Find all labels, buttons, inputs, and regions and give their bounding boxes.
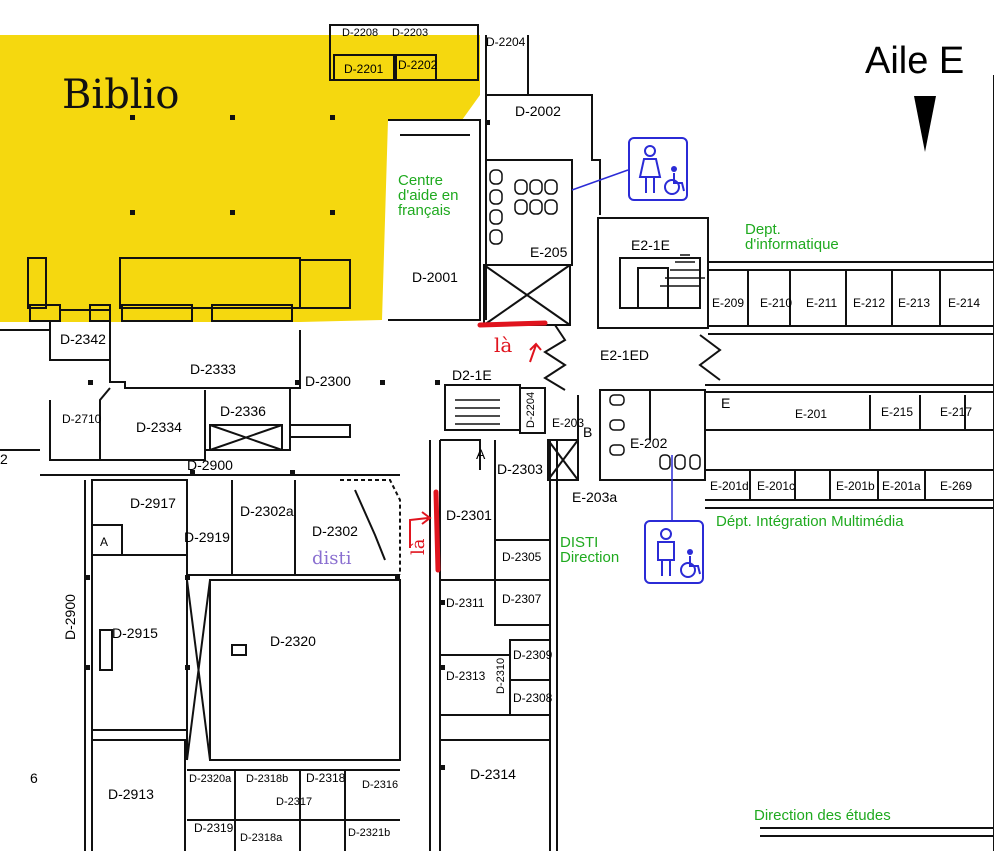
room-label: E-201c bbox=[757, 479, 796, 493]
room-label: 6 bbox=[30, 770, 38, 786]
room-label: D-2302 bbox=[312, 523, 358, 539]
room-label: D-2913 bbox=[108, 786, 154, 802]
room-label: D2-1E bbox=[452, 367, 492, 383]
room-label: E2-1E bbox=[631, 237, 670, 253]
room-label: D-2316 bbox=[362, 779, 399, 791]
room-label: D-2309 bbox=[513, 648, 553, 662]
room-label: D-2308 bbox=[513, 691, 553, 705]
room-label: E-203 bbox=[552, 416, 585, 430]
room-label: E-217 bbox=[940, 405, 973, 419]
restroom-leader-top bbox=[571, 169, 629, 191]
room-label: D-2314 bbox=[470, 766, 516, 782]
room-label: D-2305 bbox=[502, 550, 542, 564]
room-label: D-2342 bbox=[60, 331, 106, 347]
room-label: D-2317 bbox=[276, 796, 313, 808]
men-accessible-restroom-icon bbox=[644, 520, 704, 584]
room-label: D-2333 bbox=[190, 361, 236, 377]
room-label: D-2204 bbox=[525, 391, 537, 428]
room-label: D-2310 bbox=[495, 657, 507, 694]
room-label: B bbox=[583, 424, 593, 440]
room-label: D-2900 bbox=[62, 594, 78, 640]
room-label: D-2300 bbox=[305, 373, 351, 389]
room-label: D-2204 bbox=[486, 35, 526, 49]
room-label: D-2002 bbox=[515, 103, 561, 119]
room-label: D-2311 bbox=[446, 596, 485, 610]
red-arrow-left bbox=[409, 511, 432, 548]
disti-annotation: disti bbox=[312, 548, 352, 569]
room-label: E-201 bbox=[795, 407, 828, 421]
room-label: D-2321b bbox=[348, 827, 391, 839]
room-label: A bbox=[476, 446, 486, 462]
room-label: D-2915 bbox=[112, 625, 158, 641]
red-arrow-top bbox=[529, 342, 542, 363]
room-label: D-2900 bbox=[187, 457, 233, 473]
room-label: D-2318a bbox=[240, 832, 283, 844]
room-label: E-203a bbox=[572, 489, 618, 505]
room-label: D-2201 bbox=[344, 62, 384, 76]
room-label: E-201a bbox=[882, 479, 921, 493]
room-label: D-2202 bbox=[398, 58, 438, 72]
room-label: E-201b bbox=[836, 479, 875, 493]
room-label: D-2313 bbox=[446, 669, 486, 683]
room-label: D-2334 bbox=[136, 419, 182, 435]
room-label: E-212 bbox=[853, 296, 886, 310]
zone-centre-aide: Centre d'aide en français bbox=[398, 172, 459, 219]
women-accessible-restroom-icon bbox=[628, 137, 688, 201]
room-label: E-210 bbox=[760, 296, 793, 310]
room-label: E-205 bbox=[530, 244, 568, 260]
red-mark-top bbox=[477, 320, 548, 328]
room-label: D-2710 bbox=[62, 412, 102, 426]
room-label: E-214 bbox=[948, 296, 981, 310]
room-label: D-2917 bbox=[130, 495, 176, 511]
room-label: 2 bbox=[0, 451, 8, 467]
wing-title: Aile E bbox=[865, 40, 965, 82]
room-label: E-209 bbox=[712, 296, 745, 310]
red-mark-left bbox=[433, 489, 441, 573]
zone-dept-informatique: Dept. d'informatique bbox=[745, 221, 839, 253]
room-label: D-2307 bbox=[502, 592, 542, 606]
room-label: E-202 bbox=[630, 435, 668, 451]
room-label: D-2320 bbox=[270, 633, 316, 649]
room-label: E-269 bbox=[940, 479, 973, 493]
room-label: D-2301 bbox=[446, 507, 492, 523]
room-label: D-2303 bbox=[497, 461, 543, 477]
room-label: D-2302a bbox=[240, 503, 294, 519]
zone-direction-etudes: Direction des études bbox=[754, 807, 891, 824]
room-label: D-2919 bbox=[184, 529, 230, 545]
room-label: A bbox=[100, 535, 109, 549]
library-zone bbox=[0, 35, 480, 322]
room-label: E-201d bbox=[710, 479, 749, 493]
north-arrow-icon bbox=[914, 96, 936, 152]
room-label: E bbox=[721, 395, 731, 411]
room-label: D-2320a bbox=[189, 773, 232, 785]
room-label: D-2001 bbox=[412, 269, 458, 285]
room-label: D-2203 bbox=[392, 27, 429, 39]
room-label: E-213 bbox=[898, 296, 931, 310]
room-label: E-211 bbox=[806, 296, 838, 310]
library-annotation: Biblio bbox=[62, 72, 180, 118]
room-label: E2-1ED bbox=[600, 347, 650, 363]
red-annotation-la-top: là bbox=[494, 333, 513, 357]
room-label: E-215 bbox=[881, 405, 914, 419]
room-label: D-2208 bbox=[342, 27, 379, 39]
red-annotation-la-left: là bbox=[408, 538, 429, 556]
room-label: D-2336 bbox=[220, 403, 266, 419]
room-label: D-2318 bbox=[306, 771, 346, 785]
zone-disti-direction: DISTI Direction bbox=[560, 534, 620, 566]
room-label: D-2319 bbox=[194, 821, 234, 835]
room-label: D-2318b bbox=[246, 773, 289, 785]
zone-dept-multimedia: Dépt. Intégration Multimédia bbox=[716, 513, 904, 530]
